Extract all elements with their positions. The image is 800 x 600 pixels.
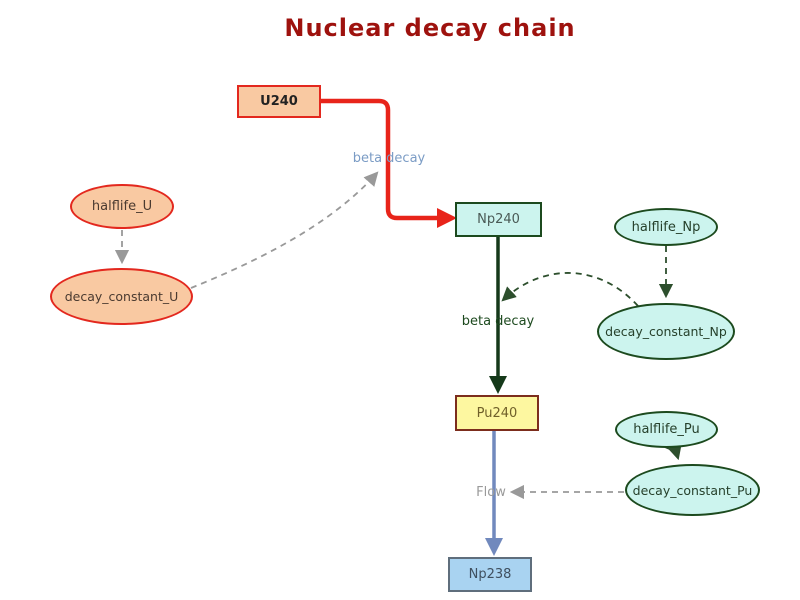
influence-decayconstantU-betadecay[interactable] <box>190 171 379 289</box>
stock-u240-label: U240 <box>260 94 298 109</box>
variable-decay-constant-u-label: decay_constant_U <box>64 289 179 304</box>
variable-halflife-pu-label: halflife_Pu <box>633 422 700 437</box>
variable-halflife-u-label: halflife_U <box>91 199 153 214</box>
influence-decayconstantNp-betadecay[interactable] <box>501 272 639 307</box>
variable-decay-constant-pu[interactable]: decay_constant_Pu <box>625 464 760 516</box>
variable-decay-constant-pu-label: decay_constant_Pu <box>632 482 753 498</box>
variable-decay-constant-np[interactable]: decay_constant_Np <box>597 303 735 360</box>
variable-decay-constant-np-label: decay_constant_Np <box>605 324 727 339</box>
stock-pu240-label: Pu240 <box>476 405 518 421</box>
stock-u240[interactable]: U240 <box>237 85 321 118</box>
variable-halflife-pu[interactable]: halflife_Pu <box>615 411 718 448</box>
stock-np238-label: Np238 <box>468 567 512 582</box>
page-title: Nuclear decay chain <box>284 14 576 42</box>
influence-halflifePu-decayconstantPu[interactable] <box>664 444 682 461</box>
variable-halflife-u[interactable]: halflife_U <box>70 184 174 229</box>
variable-decay-constant-u[interactable]: decay_constant_U <box>50 268 193 325</box>
variable-halflife-np-label: halflife_Np <box>631 219 701 235</box>
flow-arrowhead-u240-np240 <box>437 208 457 228</box>
stock-np240[interactable]: Np240 <box>455 202 542 237</box>
stock-np238[interactable]: Np238 <box>448 557 532 592</box>
stock-np240-label: Np240 <box>477 212 520 227</box>
flow-arrowhead-pu240-np238 <box>485 538 503 556</box>
stock-pu240[interactable]: Pu240 <box>455 395 539 431</box>
variable-halflife-np[interactable]: halflife_Np <box>614 208 718 246</box>
flow-arrow-u240-np240[interactable] <box>321 98 437 221</box>
flow-arrowhead-np240-pu240 <box>489 376 507 394</box>
